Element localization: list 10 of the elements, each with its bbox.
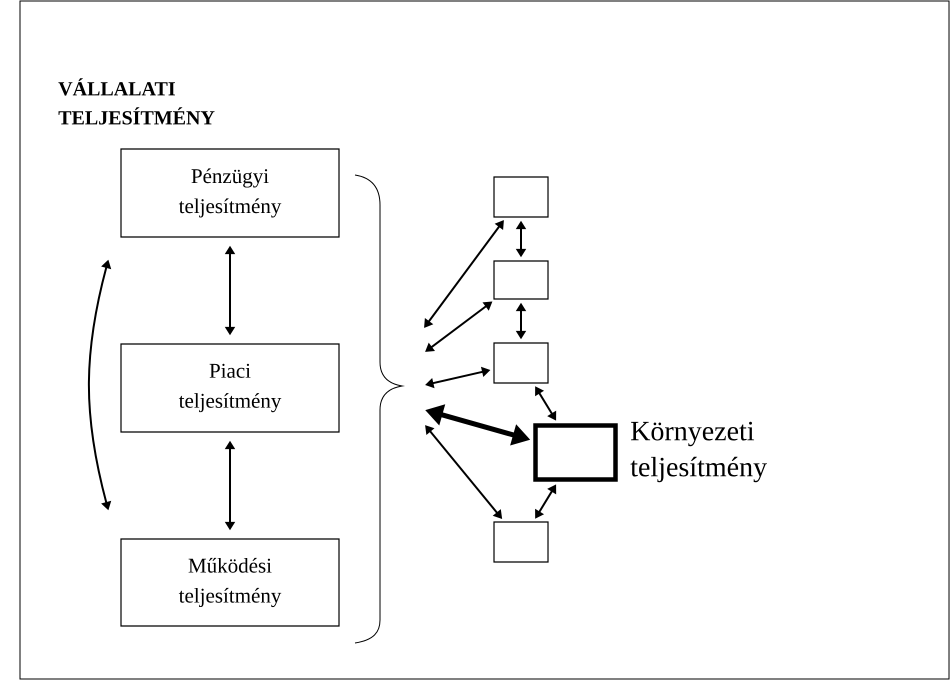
empty-box bbox=[493, 342, 549, 384]
empty-box bbox=[493, 260, 549, 300]
process-box: Pénzügyi teljesítmény bbox=[120, 148, 340, 238]
title: VÁLLALATI TELJESÍTMÉNY bbox=[58, 78, 215, 125]
process-box: Működési teljesítmény bbox=[120, 538, 340, 627]
process-box: Piaci teljesítmény bbox=[120, 343, 340, 433]
box-caption: Környezeti teljesítmény bbox=[630, 422, 767, 482]
empty-box bbox=[533, 423, 618, 482]
empty-box bbox=[493, 521, 549, 563]
empty-box bbox=[493, 176, 549, 218]
